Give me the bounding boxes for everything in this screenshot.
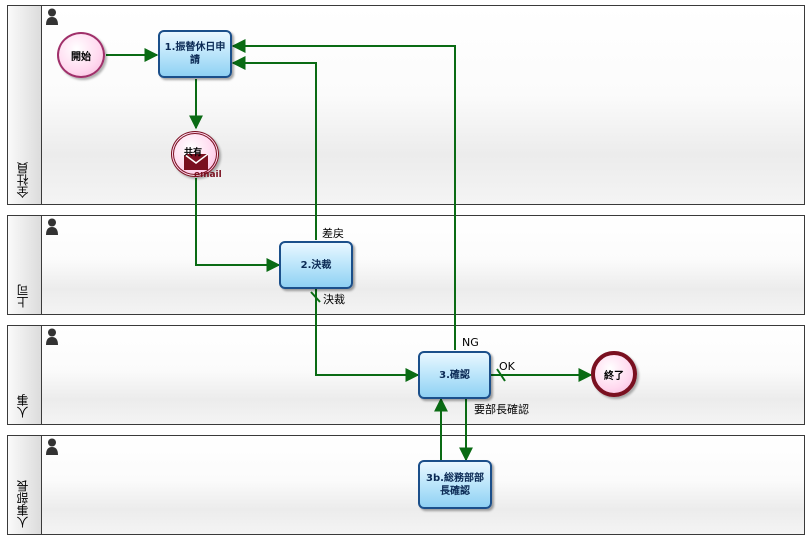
lane-header: 人事 xyxy=(8,326,42,424)
edge-label-manager-check: 要部長確認 xyxy=(474,403,529,416)
start-event[interactable]: 開始 xyxy=(57,32,105,78)
lane-header: 上司 xyxy=(8,216,42,314)
task-label: 1.振替休日申請 xyxy=(164,42,226,66)
task-confirm[interactable]: 3.確認 xyxy=(418,351,491,399)
task-approval[interactable]: 2.決裁 xyxy=(279,241,353,289)
lane-header: 全社員 xyxy=(8,6,42,204)
edge-task2-task3 xyxy=(315,289,420,382)
condition-mark-kessai xyxy=(310,291,321,303)
edge-label-ng: NG xyxy=(462,336,479,349)
edge-label-approved: 決裁 xyxy=(323,293,345,306)
lane-all-employees: 全社員 xyxy=(7,5,805,205)
end-event-label: 終了 xyxy=(604,370,624,382)
task-label: 2.決裁 xyxy=(300,259,332,271)
task-holiday-request[interactable]: 1.振替休日申請 xyxy=(158,30,232,78)
lane-header: 人事部長 xyxy=(8,436,42,534)
lane-supervisor: 上司 xyxy=(7,215,805,315)
user-icon xyxy=(46,328,58,345)
task-manager-confirm[interactable]: 3b.総務部部長確認 xyxy=(418,460,492,509)
edge-task2-task1-return xyxy=(231,56,317,240)
email-event-label: 共有 xyxy=(184,148,203,158)
start-event-label: 開始 xyxy=(71,51,91,63)
edge-task3-task1-ng xyxy=(231,39,456,350)
edge-mail-task2 xyxy=(195,178,281,272)
user-icon xyxy=(46,8,58,25)
task-label: 3b.総務部部長確認 xyxy=(426,472,484,497)
condition-mark-ok xyxy=(496,368,506,382)
envelope-icon xyxy=(184,154,208,170)
task-label: 3.確認 xyxy=(439,369,470,381)
end-event[interactable]: 終了 xyxy=(591,351,637,397)
lane-hr-manager: 人事部長 xyxy=(7,435,805,535)
email-event-sublabel: email xyxy=(194,170,222,180)
user-icon xyxy=(46,438,58,455)
user-icon xyxy=(46,218,58,235)
edge-label-ok: OK xyxy=(499,360,515,373)
email-event[interactable]: 共有 email xyxy=(171,131,222,180)
edge-label-return: 差戻 xyxy=(322,227,344,240)
